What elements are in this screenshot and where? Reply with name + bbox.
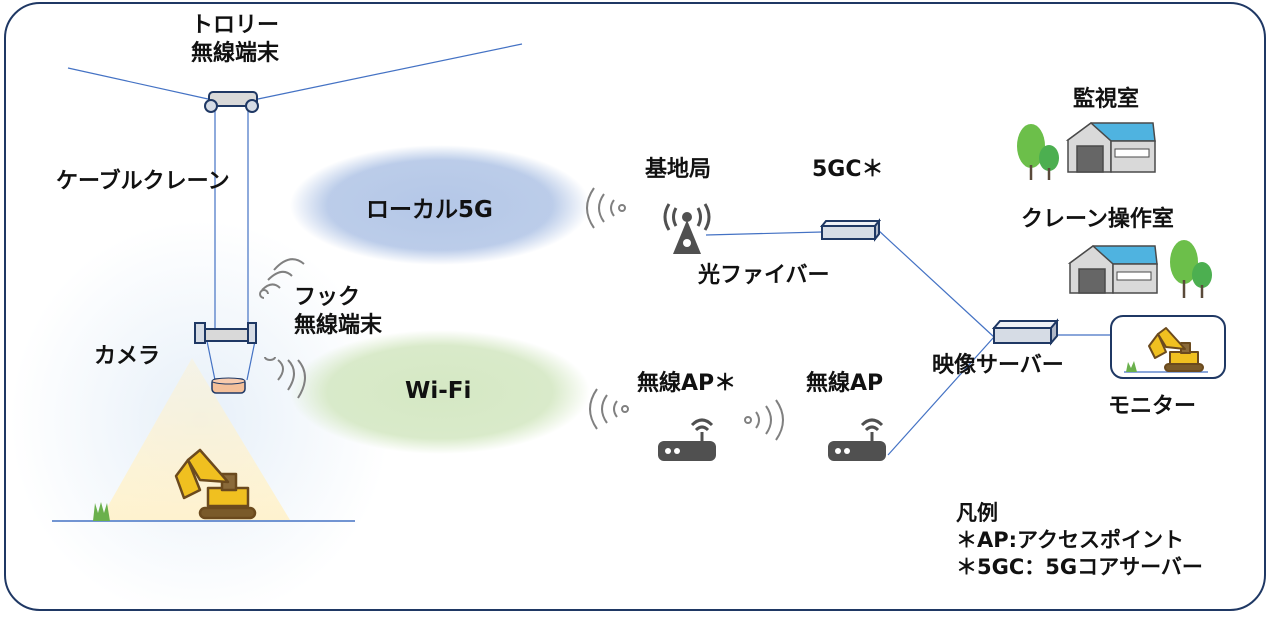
cable-crane-label: ケーブルクレーン [56, 169, 230, 194]
diagram-frame [4, 2, 1266, 611]
5gc-label: 5GC＊ [812, 157, 884, 182]
wireless-ap-star-icon [658, 418, 716, 461]
hook-label-line2: 無線端末 [294, 313, 383, 338]
trolley-label-line1: トロリー [190, 13, 279, 38]
base-station-label: 基地局 [645, 157, 712, 182]
excavator-icon [174, 448, 257, 520]
5gc-server-icon [819, 218, 882, 242]
crane-control-room-building-icon [1067, 245, 1158, 294]
wifi-zone [290, 330, 590, 454]
legend-title: 凡例 [956, 501, 998, 525]
grass-icon [93, 502, 110, 521]
connection-lines [705, 229, 1112, 456]
monitor-label: モニター [1108, 394, 1197, 419]
legend: 凡例 ＊AP:アクセスポイント ＊5GC：5Gコアサーバー [956, 500, 1203, 581]
crane-control-room-label: クレーン操作室 [1021, 207, 1174, 232]
trolley-label-line2: 無線端末 [190, 41, 279, 66]
camera-label: カメラ [94, 344, 161, 369]
monitoring-room-trees-icon [1017, 124, 1059, 180]
camera-device [211, 377, 246, 394]
hook-label: フック 無線端末 [294, 284, 382, 340]
cable-crane [67, 43, 523, 381]
legend-item-ap: ＊AP:アクセスポイント [956, 528, 1184, 552]
monitoring-room-building-icon [1065, 122, 1156, 173]
wifi-label: Wi-Fi [405, 378, 472, 404]
monitoring-room-label: 監視室 [1073, 87, 1140, 112]
base-station-icon [663, 203, 711, 254]
local5g-label: ローカル5G [366, 197, 493, 223]
wireless-ap-star-label: 無線AP＊ [637, 371, 737, 396]
crane-control-room-trees-icon [1170, 240, 1212, 298]
camera-view-cone [100, 358, 290, 520]
optical-fiber-label: 光ファイバー [698, 263, 830, 288]
trolley-label: トロリー 無線端末 [180, 12, 290, 68]
wireless-ap-label: 無線AP [806, 371, 884, 396]
hook-label-line1: フック [294, 285, 361, 310]
hook-device [194, 322, 257, 344]
legend-item-5gc: ＊5GC：5Gコアサーバー [956, 555, 1203, 579]
local5g-zone [290, 145, 590, 265]
signal-waves [259, 187, 784, 441]
video-server-label: 映像サーバー [932, 353, 1064, 378]
trolley-device [204, 91, 259, 113]
wireless-ap-icon [828, 418, 886, 461]
video-server-icon [991, 318, 1060, 346]
monitor-icon [1110, 315, 1226, 379]
